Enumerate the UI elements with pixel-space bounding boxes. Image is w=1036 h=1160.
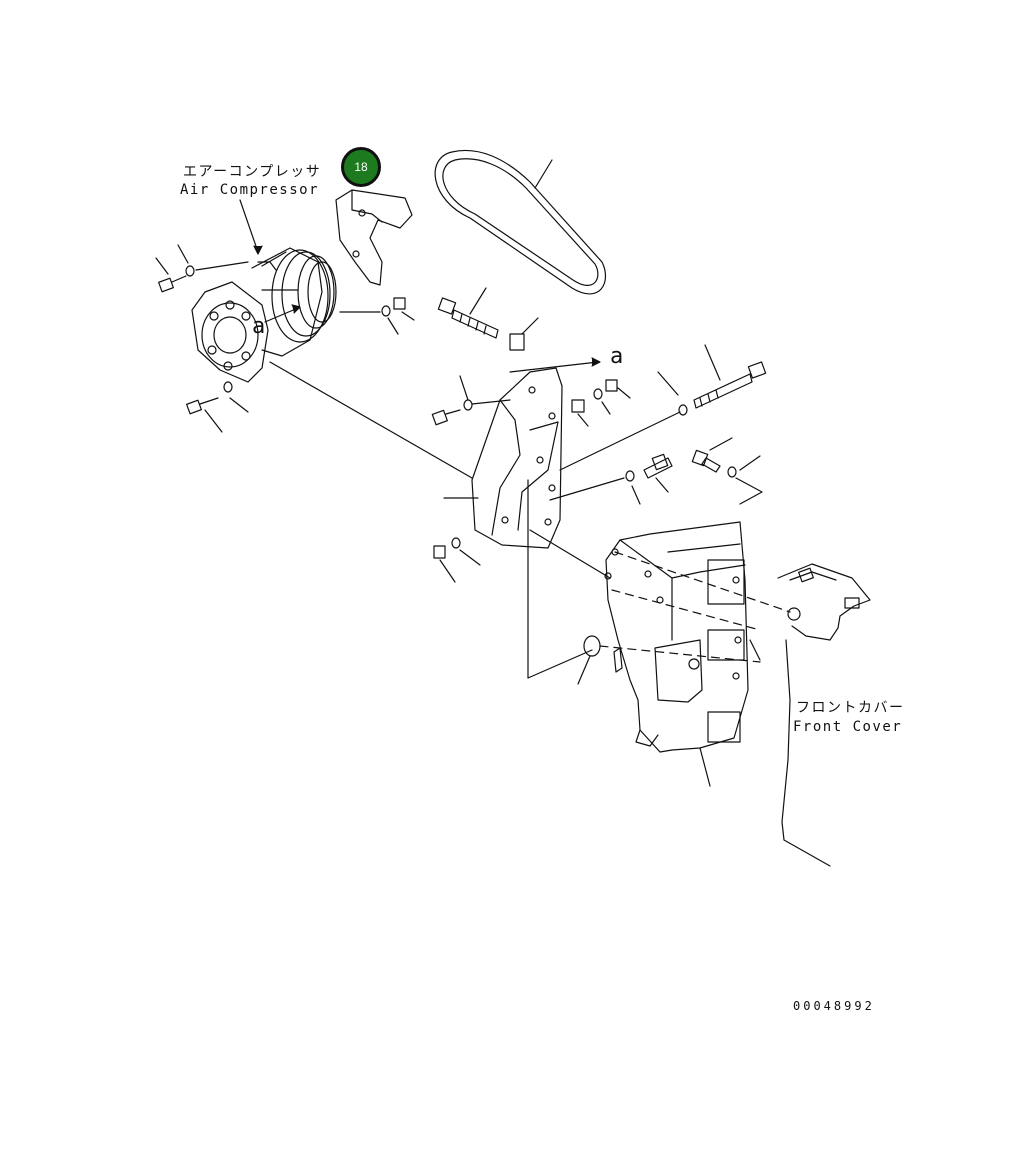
pointer-arrows [239,199,601,373]
side-bolts [549,437,763,505]
reference-mark-a-bracket: a [610,344,624,369]
adjust-bolts [437,287,539,351]
part-callout-button[interactable]: 18 [341,147,381,187]
lower-bracket [577,521,749,787]
front-cover-label-jp: フロントカバー [796,700,905,716]
alignment-lines [599,551,791,663]
upper-bracket [269,361,563,549]
connection-lines [527,479,761,679]
long-bolt [559,344,767,471]
front-cover [777,563,871,867]
belt-guard-bracket [335,189,413,286]
front-cover-label-en: Front Cover [793,719,903,735]
air-compressor-label-jp: エアーコンプレッサ [183,164,322,180]
drive-belt [434,149,607,295]
air-compressor-label-en: Air Compressor [180,182,320,198]
bracket-fasteners [431,375,631,583]
air-compressor [191,247,337,383]
compressor-fasteners [155,244,415,433]
document-number: 00048992 [793,999,875,1013]
reference-mark-a-compressor: a [252,314,266,339]
